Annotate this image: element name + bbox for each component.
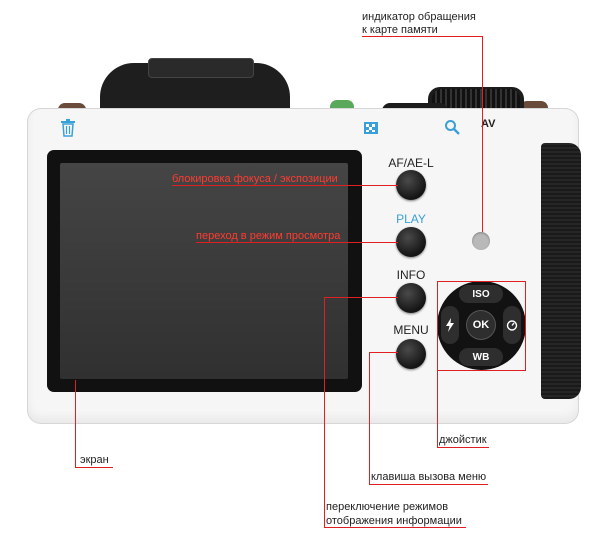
joystick-ok-button[interactable]: OK xyxy=(467,311,495,339)
camera-screen xyxy=(60,163,348,379)
zoom-icon xyxy=(445,120,460,135)
af-ae-l-button[interactable] xyxy=(396,170,426,200)
screen-underline xyxy=(75,467,113,468)
card-indicator-label-1: индикатор обращения xyxy=(362,11,476,23)
timer-icon xyxy=(506,320,518,331)
joystick-box-left xyxy=(437,281,438,370)
joystick-down-wb[interactable]: WB xyxy=(459,348,503,366)
info-leader-v xyxy=(324,297,325,527)
joystick-box-bottom xyxy=(437,370,526,371)
card-indicator-underline xyxy=(362,36,483,37)
joystick-right-timer[interactable] xyxy=(503,306,521,344)
screen-leader xyxy=(75,380,76,467)
joystick-up-iso[interactable]: ISO xyxy=(459,285,503,303)
af-ae-l-label: AF/AE-L xyxy=(388,156,434,170)
play-mode-label: переход в режим просмотра xyxy=(196,230,341,242)
card-access-led xyxy=(472,232,490,250)
play-label: PLAY xyxy=(396,212,426,226)
joystick-left-flash[interactable] xyxy=(441,306,459,344)
menu-key-label: клавиша вызова меню xyxy=(371,471,487,483)
screen-label: экран xyxy=(80,454,109,466)
joystick-box-right xyxy=(525,281,526,370)
hot-shoe xyxy=(148,58,254,78)
menu-leader-h xyxy=(369,352,398,353)
info-label: INFO xyxy=(396,268,426,282)
joystick-box-top xyxy=(437,281,526,282)
joystick-underline xyxy=(437,447,489,448)
menu-label: MENU xyxy=(393,323,429,337)
info-mode-label-2: отображения информации xyxy=(326,515,462,527)
af-lock-leader xyxy=(172,185,398,186)
joystick-label: джойстик xyxy=(439,434,487,446)
trash-icon xyxy=(61,119,75,137)
menu-leader-v xyxy=(369,352,370,484)
control-dial-ridges xyxy=(432,89,520,109)
info-leader-h xyxy=(324,297,398,298)
joystick-leader xyxy=(437,370,438,447)
menu-button[interactable] xyxy=(396,339,426,369)
play-leader xyxy=(196,242,398,243)
info-button[interactable] xyxy=(396,283,426,313)
card-indicator-leader xyxy=(482,36,483,232)
play-button[interactable] xyxy=(396,227,426,257)
af-lock-label: блокировка фокуса / экспозиции xyxy=(172,173,338,185)
mode-label: AV xyxy=(481,118,496,130)
flash-icon xyxy=(446,318,454,332)
menu-underline xyxy=(369,484,488,485)
info-mode-label-1: переключение режимов xyxy=(326,501,449,513)
camera-grip xyxy=(541,143,581,399)
checker-icon xyxy=(364,122,378,134)
card-indicator-label-2: к карте памяти xyxy=(362,24,438,36)
info-underline xyxy=(324,527,466,528)
